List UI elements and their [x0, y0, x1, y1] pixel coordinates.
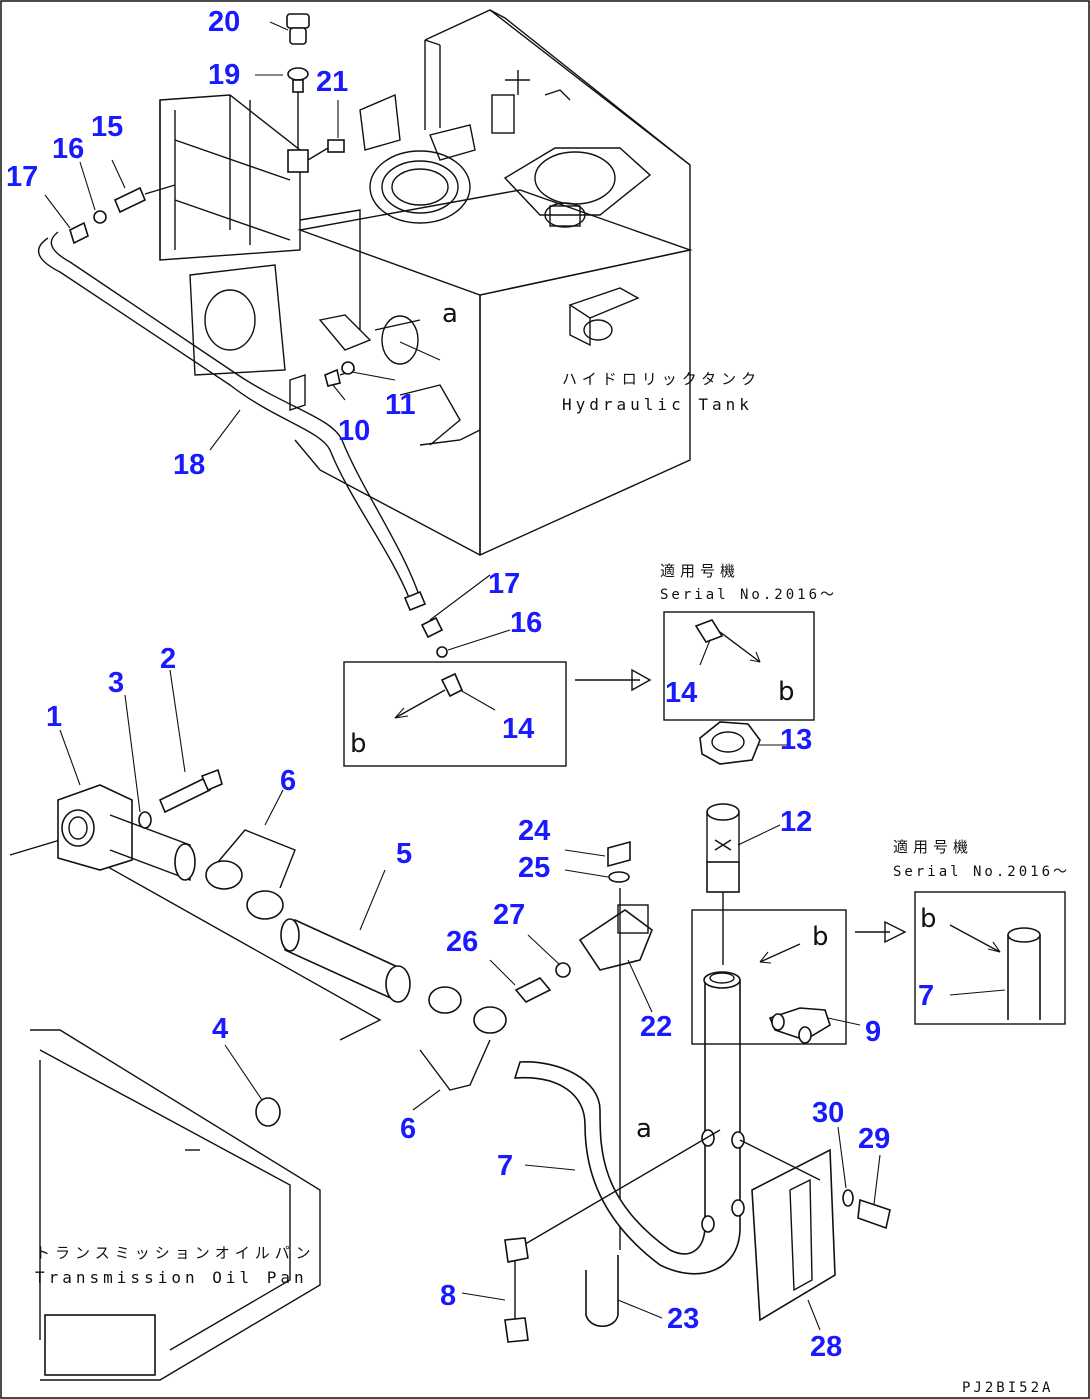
callout-16-top: 16 — [52, 133, 84, 165]
applicable-label-jp-2: 適用号機 — [893, 838, 973, 856]
callout-16-bottom: 16 — [510, 607, 542, 639]
hydraulic-tank-label-jp: ハイドロリックタンク — [562, 370, 761, 388]
clamps-6-lower — [419, 986, 507, 1091]
plug-4 — [255, 1097, 281, 1127]
u-bolt-23 — [585, 1255, 619, 1328]
bolt-29 — [857, 1198, 891, 1230]
callout-10: 10 — [338, 415, 370, 447]
callout-28: 28 — [810, 1331, 842, 1363]
callout-14-left: 14 — [502, 713, 534, 745]
callout-17-top: 17 — [6, 161, 38, 193]
transmission-flange-1 — [9, 784, 382, 1041]
callout-12: 12 — [780, 806, 812, 838]
callout-11: 11 — [385, 389, 416, 421]
bolt-26 — [514, 977, 552, 1003]
washer-25 — [608, 871, 630, 883]
fitting-19 — [287, 67, 309, 173]
clamp-17-top — [69, 221, 89, 245]
bracket-22 — [578, 888, 653, 1250]
detail-box-serial-top — [663, 611, 815, 721]
tank-bracket-frame — [159, 94, 461, 446]
applicable-label-jp-1: 適用号機 — [660, 562, 740, 580]
callout-27: 27 — [493, 899, 525, 931]
transmission-oil-pan — [30, 1029, 321, 1381]
serial-label-1: Serial No.2016～ — [660, 587, 837, 603]
callout-9: 9 — [865, 1016, 881, 1048]
plug-20 — [286, 13, 310, 45]
callout-13: 13 — [780, 724, 812, 756]
callout-5: 5 — [396, 838, 412, 870]
cover-28 — [739, 1139, 836, 1322]
washer-16-bottom — [436, 646, 448, 658]
hydraulic-tank-label-en: Hydraulic Tank — [562, 395, 753, 414]
ref-b-filler: b — [812, 922, 829, 952]
washer-16-top — [93, 210, 107, 224]
detail-box-left — [343, 661, 567, 767]
callout-6-lower: 6 — [400, 1113, 416, 1145]
callout-22: 22 — [640, 1011, 672, 1043]
nut-24 — [607, 840, 631, 868]
callout-1: 1 — [46, 701, 62, 733]
callout-14-right: 14 — [665, 677, 697, 709]
oil-pan-label-jp: トランスミッションオイルパン — [35, 1244, 315, 1262]
callout-30: 30 — [812, 1097, 844, 1129]
bolt-2 — [158, 768, 223, 814]
washer-30 — [842, 1189, 854, 1207]
cap-13 — [699, 721, 761, 765]
callout-24: 24 — [518, 815, 550, 847]
filler-pipe-7 — [513, 971, 745, 1275]
callout-17-bottom: 17 — [488, 568, 520, 600]
clamps-6-upper — [205, 829, 296, 920]
callout-7: 7 — [497, 1150, 513, 1182]
callout-6-upper: 6 — [280, 765, 296, 797]
callout-20: 20 — [208, 6, 240, 38]
callout-4: 4 — [212, 1013, 228, 1045]
callout-15: 15 — [91, 111, 123, 143]
callout-8: 8 — [440, 1280, 456, 1312]
detail-box-serial-bottom — [914, 891, 1066, 1025]
arrow-b-filler — [759, 943, 801, 963]
strainer-12 — [706, 803, 740, 965]
ref-b-right-top: b — [778, 677, 795, 707]
pipe-18 — [37, 237, 411, 601]
clamp-17-bottom — [420, 616, 444, 639]
callout-26: 26 — [446, 926, 478, 958]
washer-27 — [555, 962, 571, 978]
ref-b-left: b — [350, 729, 367, 759]
hose-9 — [768, 1007, 831, 1044]
serial-label-2: Serial No.2016～ — [893, 864, 1070, 880]
callout-2: 2 — [160, 643, 176, 675]
hydraulic-tank — [294, 9, 693, 557]
ref-b-detail: b — [920, 904, 937, 934]
washer-3 — [138, 811, 152, 829]
leader-lines — [44, 21, 1006, 1331]
callout-23: 23 — [667, 1303, 699, 1335]
callout-7-detail: 7 — [918, 980, 934, 1012]
oil-pan-label-en: Transmission Oil Pan — [35, 1268, 308, 1287]
stay-8 — [504, 1129, 721, 1343]
washer-11 — [341, 361, 355, 375]
callout-18: 18 — [173, 449, 205, 481]
callout-29: 29 — [858, 1123, 890, 1155]
ref-a-tank: a — [442, 299, 458, 329]
hose-5 — [280, 918, 411, 1003]
callout-19: 19 — [208, 59, 240, 91]
elbow-15 — [113, 184, 176, 214]
fitting-21 — [307, 139, 345, 161]
detail-box-filler — [691, 909, 847, 1045]
callout-25: 25 — [518, 852, 550, 884]
callout-21: 21 — [316, 66, 348, 98]
callout-3: 3 — [108, 667, 124, 699]
drawing-code: PJ2BI52A — [962, 1380, 1053, 1396]
ref-a-filler: a — [636, 1114, 652, 1144]
bolt-10 — [324, 368, 341, 387]
